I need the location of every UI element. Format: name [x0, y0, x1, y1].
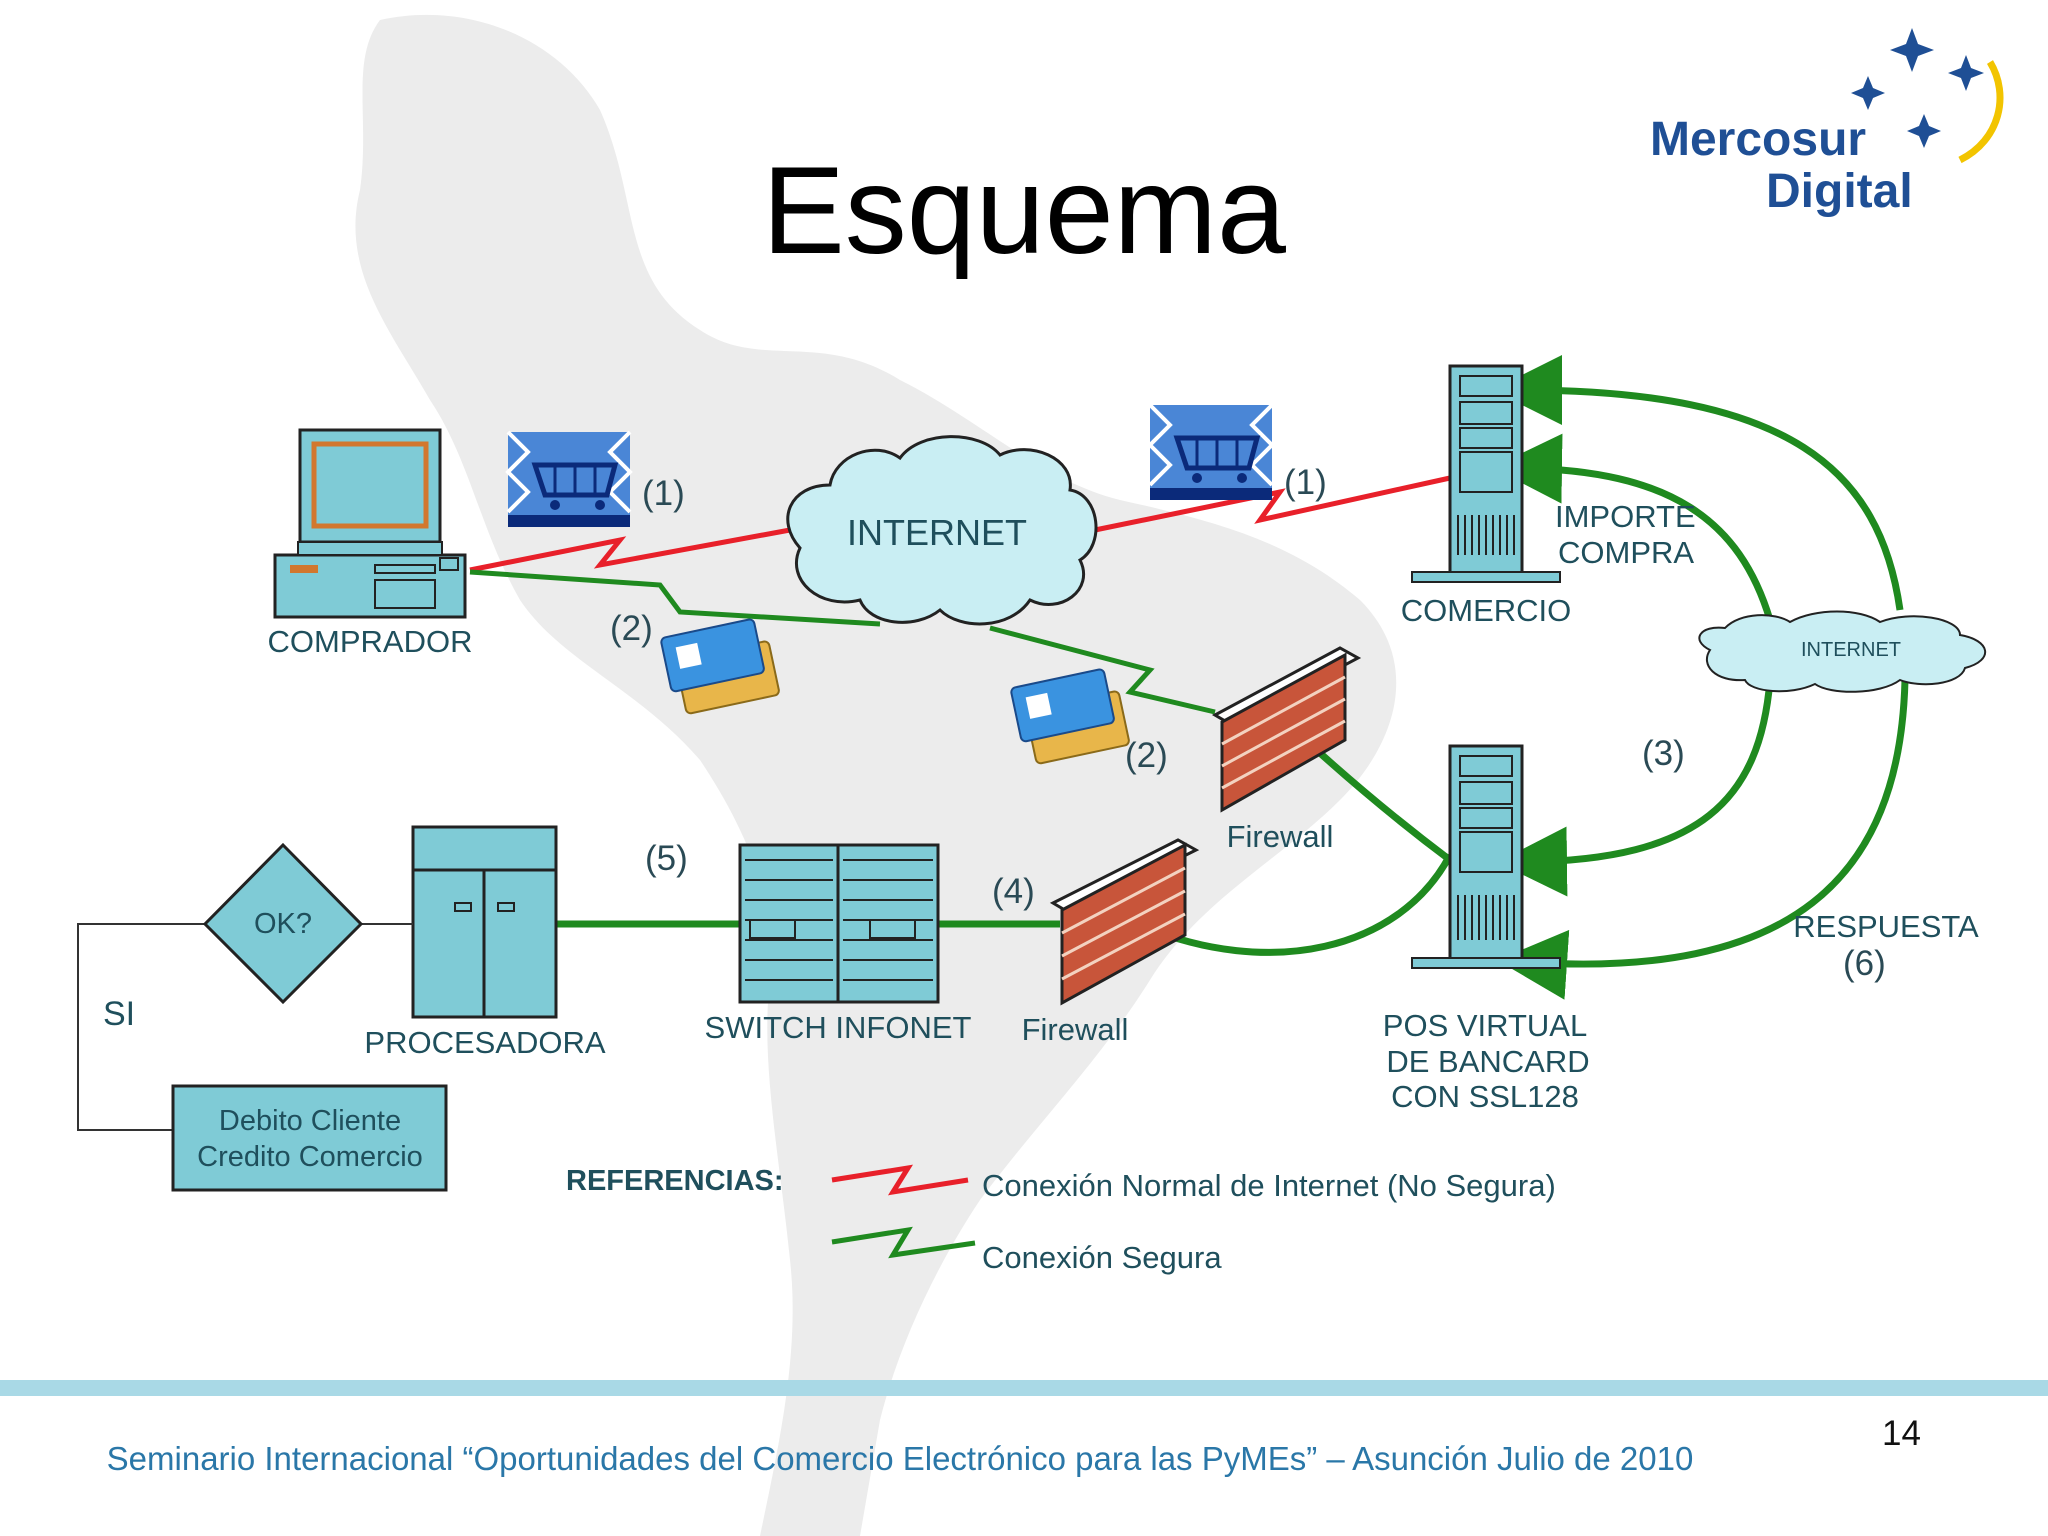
legend-insecure-label: Conexión Normal de Internet (No Segura): [982, 1168, 1556, 1203]
pos-label-line2: DE BANCARD: [1386, 1044, 1589, 1079]
internet-label: INTERNET: [847, 512, 1027, 553]
pos-label-line3: CON SSL128: [1391, 1079, 1579, 1114]
secure-link-internet-firewall: [989, 625, 1216, 715]
insecure-link-internet-comercio: [1094, 475, 1451, 533]
firewall-icon: [1049, 838, 1200, 1006]
step-4: (4): [992, 872, 1035, 911]
star-icon: [1948, 55, 1984, 91]
step-1-left: (1): [642, 474, 685, 513]
internet-cloud-small-icon: [1698, 610, 1986, 693]
footer-rule: [0, 1380, 2048, 1396]
secure-link-comprador-internet: [469, 569, 881, 627]
mercosur-digital-logo: Mercosur Digital: [1650, 28, 2004, 218]
pos-label-line1: POS VIRTUAL: [1383, 1008, 1587, 1043]
step-3: (3): [1642, 734, 1685, 773]
procesadora-icon: [411, 825, 558, 1019]
internet-small-label: INTERNET: [1801, 639, 1901, 661]
slide-title: Esquema: [762, 142, 1286, 280]
firewall-icon: [1211, 646, 1362, 813]
logo-arc: [1958, 60, 2004, 164]
si-label: SI: [103, 995, 135, 1033]
credit-card-icon: [660, 618, 780, 715]
shopping-cart-icon: [1147, 403, 1275, 500]
comprador-label: COMPRADOR: [268, 624, 473, 659]
insecure-link-comprador-internet: [469, 527, 791, 573]
comercio-label: COMERCIO: [1401, 593, 1572, 628]
step-1-right: (1): [1284, 463, 1327, 502]
legend-insecure-icon: [831, 1164, 969, 1196]
step-6: (6): [1843, 944, 1886, 983]
arc-internet-to-comercio-top: [1492, 355, 1904, 611]
star-icon: [1851, 76, 1885, 110]
arc-importe-to-comercio: [1492, 433, 1774, 622]
procesadora-label: PROCESADORA: [364, 1025, 605, 1060]
debito-label-line1: Debito Cliente: [219, 1105, 401, 1137]
internet-cloud-icon: [786, 435, 1098, 626]
connector-ok-debito: [77, 923, 205, 1131]
ok-decision-diamond: [202, 842, 364, 1005]
pos-server-icon: [1411, 744, 1561, 969]
comprador-computer-icon: [273, 428, 467, 619]
legend-secure-icon: [831, 1226, 976, 1259]
logo-text-line1: Mercosur: [1650, 113, 1866, 166]
switch-infonet-icon: [738, 843, 940, 1004]
star-icon: [1890, 28, 1934, 72]
debito-label-line2: Credito Comercio: [197, 1141, 423, 1173]
shopping-cart-icon: [505, 430, 633, 527]
footer-text: Seminario Internacional “Oportunidades d…: [106, 1440, 1694, 1477]
secure-link-pos-firewall2: [1138, 853, 1454, 956]
arc-3-to-pos: [1497, 679, 1774, 897]
importe-label-line1: IMPORTE: [1555, 499, 1696, 534]
step-2-left: (2): [610, 609, 653, 648]
credit-card-icon: [1010, 668, 1130, 765]
page-number: 14: [1882, 1414, 1921, 1453]
logo-text-line2: Digital: [1766, 165, 1913, 218]
comercio-server-icon: [1411, 364, 1561, 583]
respuesta-label: RESPUESTA: [1793, 909, 1979, 944]
step-5: (5): [645, 839, 688, 878]
firewall-bottom-label: Firewall: [1022, 1012, 1129, 1047]
step-2-right: (2): [1125, 736, 1168, 775]
arc-respuesta-to-pos: [1497, 679, 1909, 1000]
firewall-top-label: Firewall: [1227, 819, 1334, 854]
debito-credito-box: [171, 1084, 448, 1192]
switch-label: SWITCH INFONET: [705, 1010, 972, 1045]
importe-label-line2: COMPRA: [1558, 535, 1694, 570]
ok-label: OK?: [254, 908, 312, 940]
star-icon: [1907, 114, 1941, 148]
legend-title: REFERENCIAS:: [566, 1165, 784, 1197]
legend-secure-label: Conexión Segura: [982, 1240, 1222, 1275]
